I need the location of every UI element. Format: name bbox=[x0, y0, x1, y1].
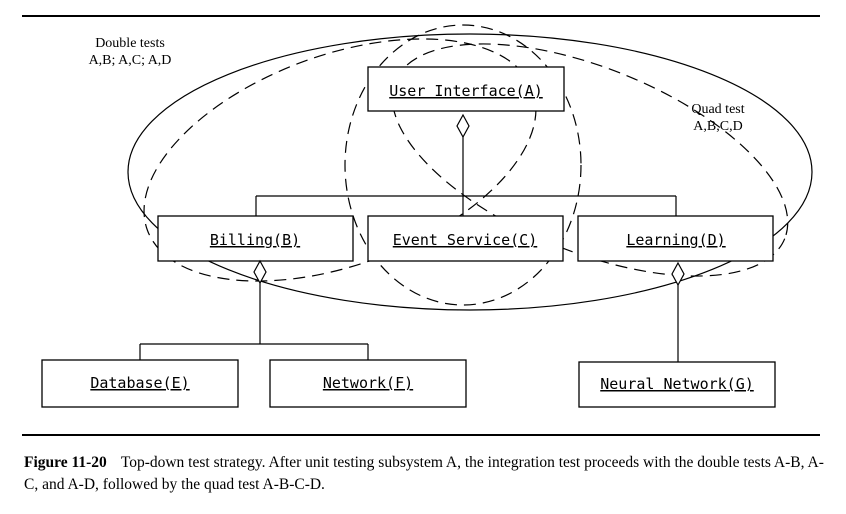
node-e-box bbox=[41, 359, 239, 408]
node-a-label: User Interface(A) bbox=[389, 82, 543, 100]
quad-test-heading: Quad test bbox=[691, 102, 744, 117]
node-d-box bbox=[577, 215, 774, 262]
node-a-box bbox=[367, 66, 565, 112]
d-aggregation-diamond bbox=[671, 261, 685, 287]
double-test-ac-ellipse bbox=[344, 24, 582, 306]
caption-label: Figure 11-20 bbox=[24, 454, 107, 471]
double-test-ad-ellipse bbox=[391, 43, 789, 277]
double-tests-heading: Double tests bbox=[95, 36, 165, 51]
b-aggregation-diamond bbox=[253, 259, 267, 285]
node-f-label: Network(F) bbox=[323, 374, 413, 392]
node-g-label: Neural Network(G) bbox=[600, 375, 754, 393]
node-d-label: Learning(D) bbox=[626, 231, 725, 249]
double-test-ab-ellipse bbox=[143, 38, 537, 282]
node-b-box bbox=[157, 215, 354, 262]
node-c-label: Event Service(C) bbox=[393, 231, 538, 249]
a-aggregation-diamond bbox=[456, 113, 470, 139]
node-g-box bbox=[578, 361, 776, 408]
node-f-box bbox=[269, 359, 467, 408]
double-tests-list: A,B; A,C; A,D bbox=[89, 53, 172, 68]
quad-test-list: A,B,C,D bbox=[693, 119, 742, 134]
caption-text: Top-down test strategy. After unit testi… bbox=[24, 454, 824, 493]
node-c-box bbox=[367, 215, 564, 262]
node-e-label: Database(E) bbox=[90, 374, 189, 392]
node-b-label: Billing(B) bbox=[210, 231, 300, 249]
quad-test-ellipse bbox=[127, 33, 813, 311]
